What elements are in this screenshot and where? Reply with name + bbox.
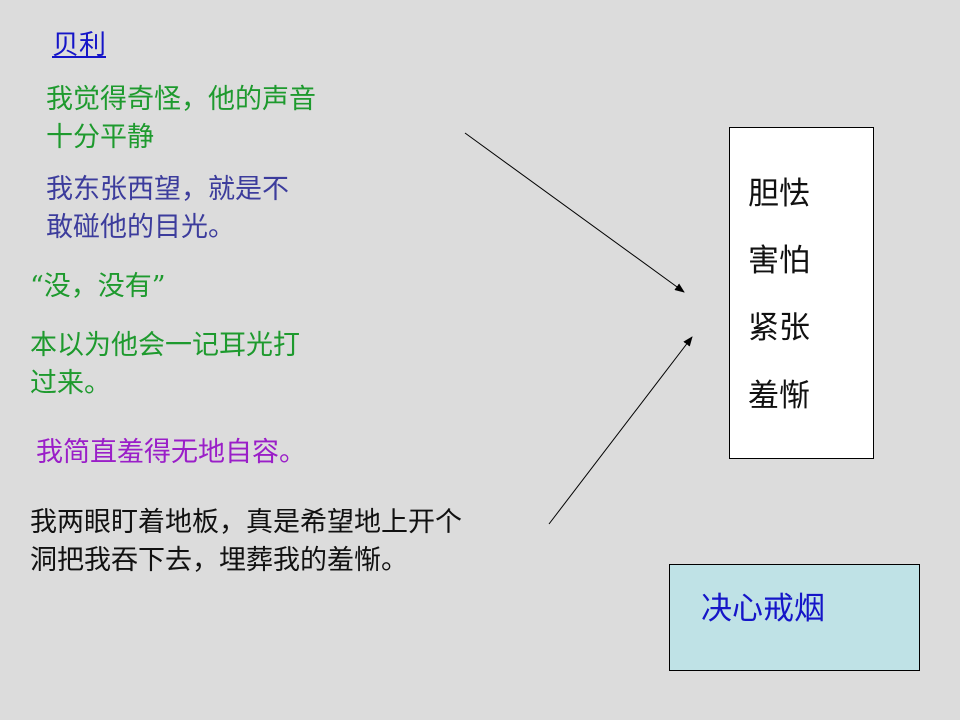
text-line: 洞把我吞下去，埋葬我的羞惭。 bbox=[30, 545, 408, 576]
text-block-no: “没，没有” bbox=[30, 271, 166, 302]
text-block-strange-calm: 我觉得奇怪，他的声音 十分平静 bbox=[46, 81, 316, 157]
text-line: 我觉得奇怪，他的声音 bbox=[46, 84, 316, 115]
text-block-ashamed: 我简直羞得无地自容。 bbox=[36, 437, 306, 468]
text-line: 过来。 bbox=[30, 368, 111, 399]
text-line: 敢碰他的目光。 bbox=[46, 212, 235, 243]
emotion-item: 紧张 bbox=[748, 310, 810, 346]
decision-text: 决心戒烟 bbox=[701, 591, 825, 627]
title-link[interactable]: 贝利 bbox=[52, 30, 106, 61]
text-block-stare-floor: 我两眼盯着地板，真是希望地上开个 洞把我吞下去，埋葬我的羞惭。 bbox=[30, 504, 462, 580]
text-line: 本以为他会一记耳光打 bbox=[30, 330, 300, 361]
decision-box: 决心戒烟 bbox=[669, 564, 920, 671]
text-block-look-around: 我东张西望，就是不 敢碰他的目光。 bbox=[46, 171, 289, 247]
arrow-top bbox=[464, 132, 685, 293]
emotion-item: 羞惭 bbox=[748, 378, 810, 414]
emotion-item: 害怕 bbox=[748, 243, 810, 279]
emotion-box: 胆怯 害怕 紧张 羞惭 bbox=[729, 127, 874, 459]
arrow-bottom bbox=[548, 336, 693, 525]
text-line: 十分平静 bbox=[46, 122, 154, 153]
emotion-item: 胆怯 bbox=[748, 176, 810, 212]
text-block-slap: 本以为他会一记耳光打 过来。 bbox=[30, 327, 300, 403]
text-line: 我东张西望，就是不 bbox=[46, 174, 289, 205]
text-line: 我两眼盯着地板，真是希望地上开个 bbox=[30, 507, 462, 538]
